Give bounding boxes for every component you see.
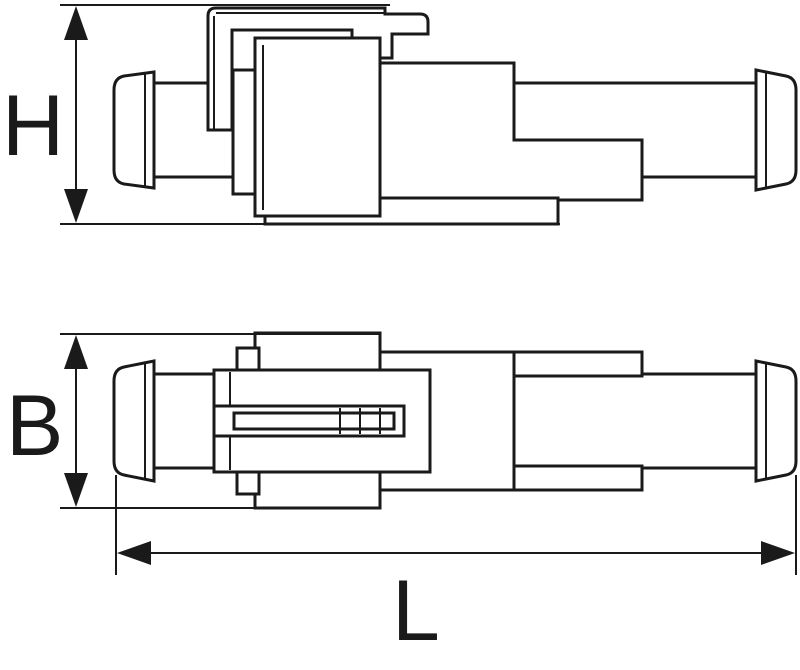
length-arrow-right: [761, 541, 795, 565]
top-right-tube: [508, 372, 762, 470]
width-label: B: [6, 378, 63, 474]
side-left-cap: [112, 70, 156, 190]
length-label: L: [392, 563, 440, 659]
width-arrow-bottom: [64, 473, 88, 507]
length-arrow-left: [117, 541, 151, 565]
dimension-height: H: [2, 4, 560, 225]
top-left-cap: [112, 359, 156, 483]
height-arrow-top: [64, 6, 88, 40]
top-clip-slot: [232, 411, 396, 431]
dimension-width: B: [6, 333, 380, 509]
top-view: [112, 331, 798, 510]
side-center-body: [253, 36, 382, 218]
height-label: H: [2, 78, 64, 174]
side-right-cap: [754, 68, 798, 192]
height-arrow-bottom: [64, 189, 88, 223]
side-left-collar: [231, 68, 257, 196]
top-lug-lower: [235, 470, 261, 496]
width-arrow-top: [64, 335, 88, 369]
top-right-cap: [754, 359, 798, 483]
dimension-length: L: [115, 475, 797, 659]
side-view: [112, 6, 798, 226]
top-lug-upper: [235, 346, 261, 372]
